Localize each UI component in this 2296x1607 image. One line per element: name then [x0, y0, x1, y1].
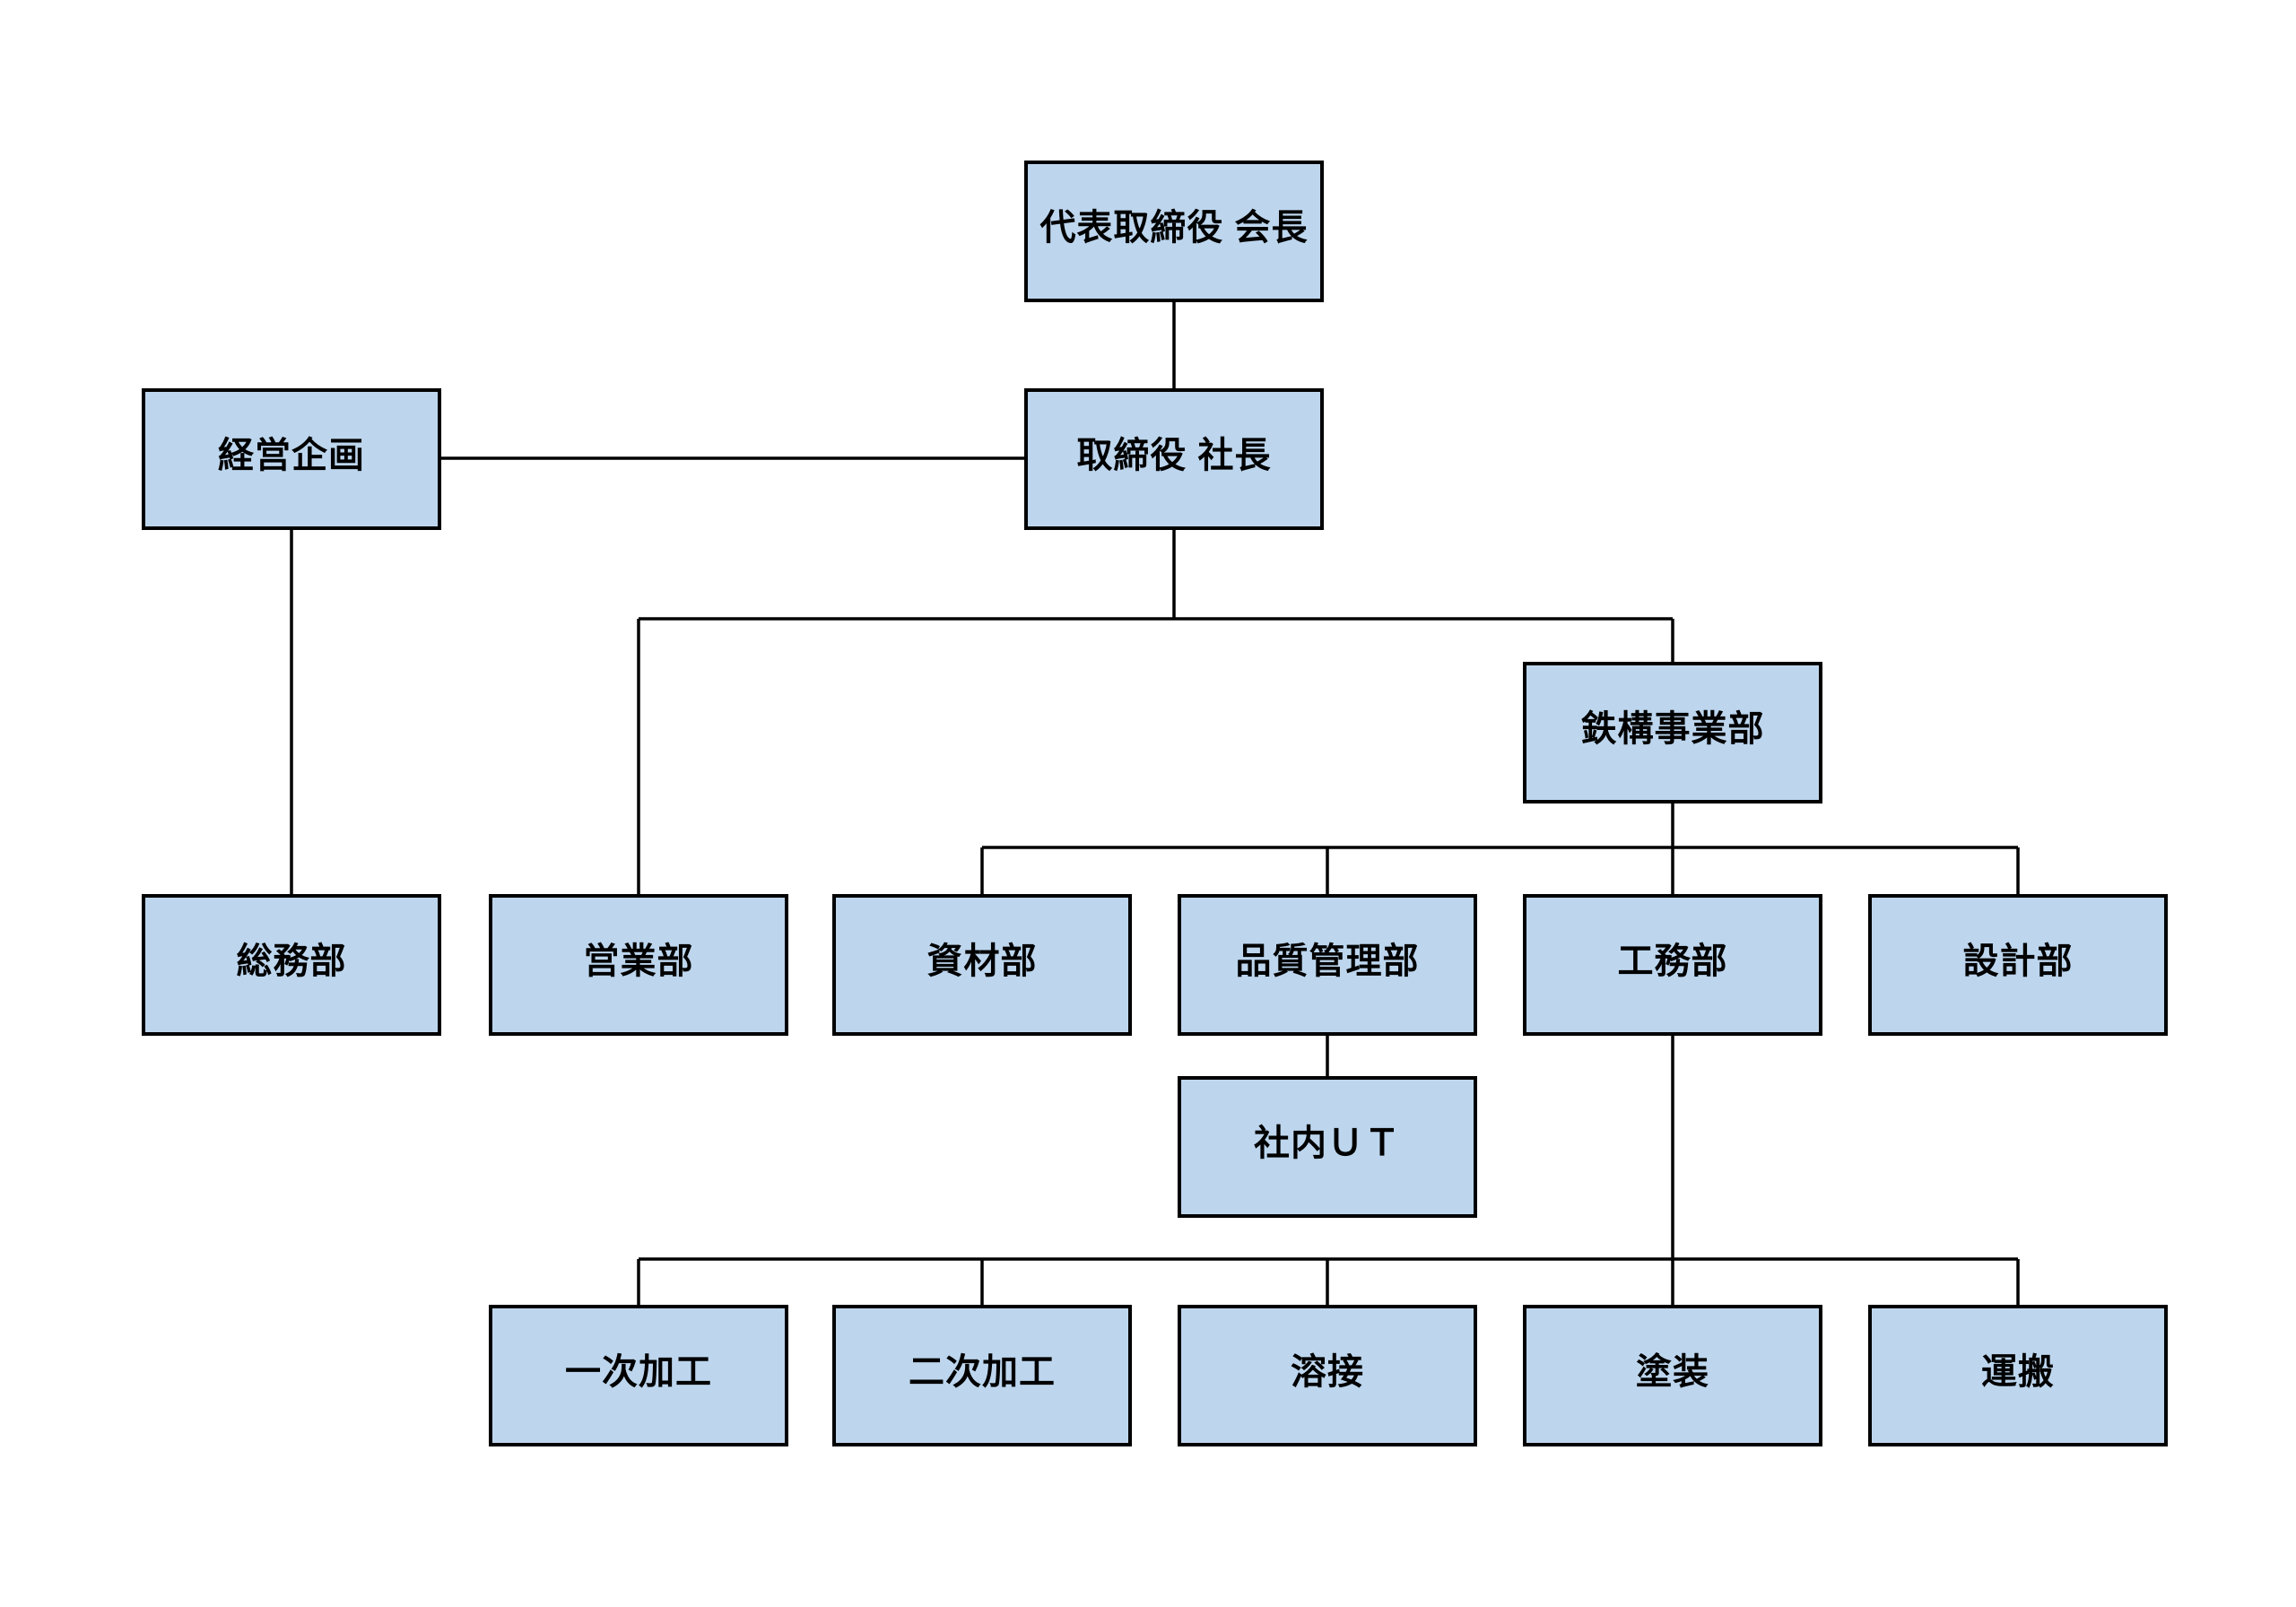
org-node-transport: 運搬 — [1868, 1305, 2168, 1446]
org-node-primary-processing-label: 一次加工 — [565, 1352, 712, 1392]
org-node-welding-label: 溶接 — [1291, 1352, 1364, 1392]
org-node-secondary-processing: 二次加工 — [832, 1305, 1132, 1446]
org-node-painting: 塗装 — [1523, 1305, 1822, 1446]
org-node-sales: 営業部 — [489, 894, 788, 1036]
org-node-chairman: 代表取締役 会長 — [1024, 161, 1324, 302]
org-node-painting-label: 塗装 — [1636, 1352, 1709, 1392]
org-node-secondary-processing-label: 二次加工 — [909, 1352, 1056, 1392]
org-node-design-label: 設計部 — [1962, 942, 2074, 981]
org-node-general-affairs: 総務部 — [142, 894, 441, 1036]
org-node-management-planning: 経営企画 — [142, 388, 441, 530]
org-node-primary-processing: 一次加工 — [489, 1305, 788, 1446]
org-node-engineering: 工務部 — [1523, 894, 1822, 1036]
org-node-quality-control: 品質管理部 — [1178, 894, 1477, 1036]
org-node-sales-label: 営業部 — [583, 942, 694, 981]
org-node-materials: 資材部 — [832, 894, 1132, 1036]
org-node-inhouse-ut: 社内ＵＴ — [1178, 1076, 1477, 1218]
org-node-engineering-label: 工務部 — [1617, 942, 1728, 981]
org-node-steel-structure-division-label: 鉄構事業部 — [1580, 709, 1765, 749]
org-node-inhouse-ut-label: 社内ＵＴ — [1254, 1124, 1401, 1163]
org-node-president-label: 取締役 社長 — [1076, 436, 1272, 475]
org-node-general-affairs-label: 総務部 — [236, 942, 347, 981]
org-node-design: 設計部 — [1868, 894, 2168, 1036]
org-node-steel-structure-division: 鉄構事業部 — [1523, 662, 1822, 804]
org-node-chairman-label: 代表取締役 会長 — [1039, 208, 1309, 248]
org-node-president: 取締役 社長 — [1024, 388, 1324, 530]
org-node-transport-label: 運搬 — [1981, 1352, 2055, 1392]
org-node-management-planning-label: 経営企画 — [218, 436, 365, 475]
org-node-materials-label: 資材部 — [926, 942, 1038, 981]
org-node-quality-control-label: 品質管理部 — [1235, 942, 1420, 981]
org-node-welding: 溶接 — [1178, 1305, 1477, 1446]
